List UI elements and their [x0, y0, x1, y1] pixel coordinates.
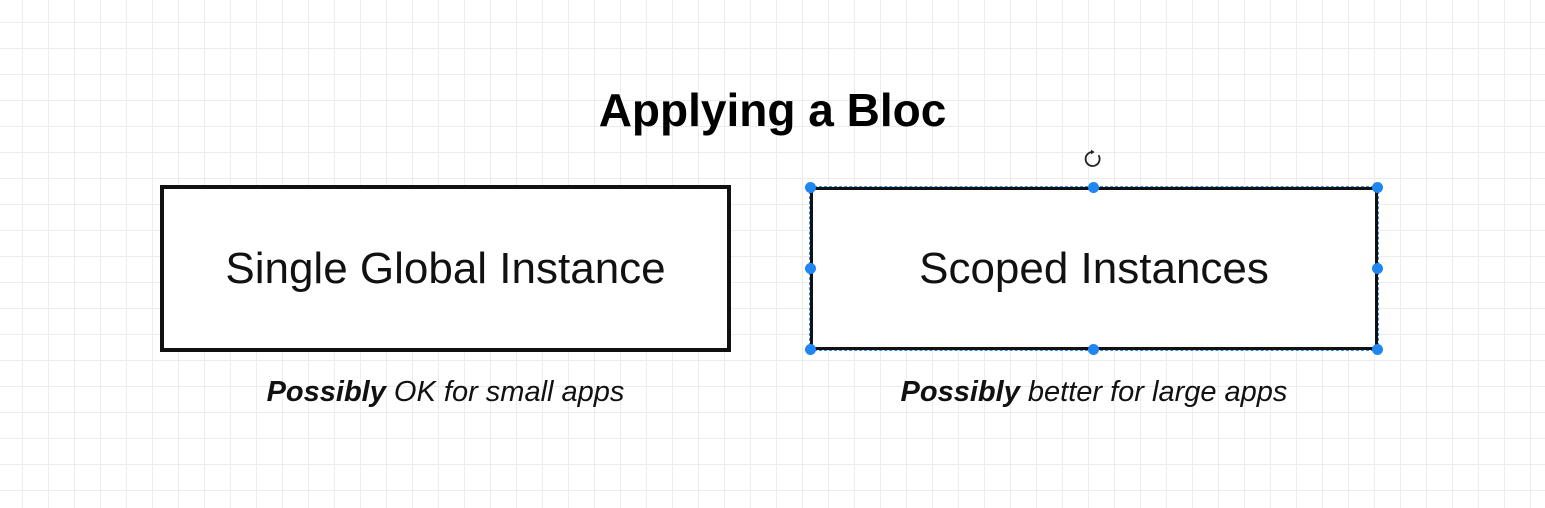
resize-handle-bottom-left[interactable]: [804, 343, 816, 355]
caption-scoped: Possibly better for large apps: [810, 372, 1378, 412]
caption-emphasis: Possibly: [900, 376, 1020, 408]
resize-handle-top[interactable]: [1087, 181, 1099, 193]
scoped-instances-box[interactable]: Scoped Instances: [809, 186, 1379, 351]
resize-handle-bottom[interactable]: [1087, 343, 1099, 355]
caption-text: better for large apps: [1019, 376, 1288, 408]
caption-global: Possibly OK for small apps: [160, 372, 731, 412]
resize-handle-left[interactable]: [804, 262, 816, 274]
resize-handle-top-right[interactable]: [1371, 181, 1383, 193]
box-label: Single Global Instance: [225, 243, 666, 293]
resize-handle-top-left[interactable]: [804, 181, 816, 193]
resize-handle-bottom-right[interactable]: [1371, 343, 1383, 355]
caption-emphasis: Possibly: [266, 376, 386, 408]
caption-text: OK for small apps: [385, 376, 625, 408]
single-global-instance-box[interactable]: Single Global Instance: [160, 185, 731, 352]
box-label: Scoped Instances: [919, 243, 1269, 293]
diagram-title: Applying a Bloc: [598, 84, 947, 136]
resize-handle-right[interactable]: [1371, 262, 1383, 274]
rotate-icon[interactable]: [1082, 148, 1104, 170]
